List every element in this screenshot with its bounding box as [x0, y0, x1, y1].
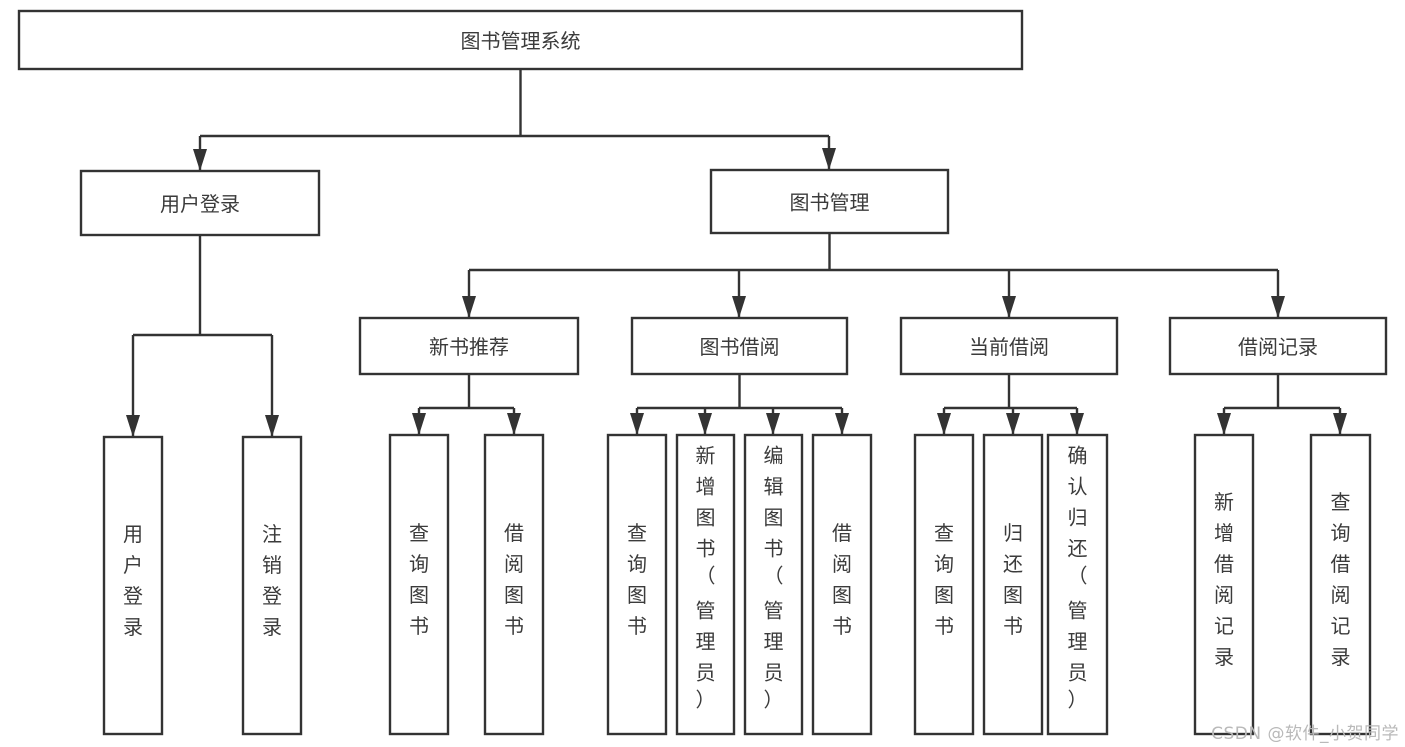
node-leaf-return-book[interactable]: 归还图书 [982, 433, 1044, 736]
connector-arrowhead [462, 296, 476, 318]
connector-group [937, 374, 1084, 435]
connector-arrowhead [1333, 413, 1347, 435]
node-box-borrow-record[interactable] [1168, 316, 1388, 376]
node-leaf-user-login[interactable]: 用户登录 [102, 435, 164, 736]
node-label-leaf-query-book-2: 查询图书 [627, 521, 647, 638]
node-label-leaf-query-record: 查询借阅记录 [1331, 490, 1351, 669]
node-label-leaf-borrow-book-1: 借阅图书 [504, 521, 524, 638]
node-box-user-login[interactable] [79, 169, 321, 237]
node-label-leaf-borrow-book-2: 借阅图书 [832, 521, 852, 638]
node-box-leaf-query-book-3[interactable] [913, 433, 975, 736]
node-box-current-borrow[interactable] [899, 316, 1119, 376]
node-root[interactable]: 图书管理系统 [17, 9, 1024, 71]
connector-arrowhead [1002, 296, 1016, 318]
node-book-borrow[interactable]: 图书借阅 [630, 316, 849, 376]
connector-arrowhead [766, 413, 780, 435]
connector-arrowhead [193, 149, 207, 171]
connector-group [1217, 374, 1347, 435]
node-box-leaf-edit-book[interactable] [743, 433, 804, 736]
node-label-user-login: 用户登录 [160, 192, 240, 216]
node-label-book-management: 图书管理 [790, 191, 870, 215]
connector-arrowhead [835, 413, 849, 435]
node-label-book-borrow: 图书借阅 [700, 335, 780, 359]
node-box-leaf-return-book[interactable] [982, 433, 1044, 736]
node-label-new-book-recommend: 新书推荐 [429, 335, 509, 359]
node-label-leaf-query-book-3: 查询图书 [934, 521, 954, 638]
node-leaf-confirm-return[interactable]: 确认归还（管理员） [1046, 433, 1109, 736]
node-user-login[interactable]: 用户登录 [79, 169, 321, 237]
node-leaf-query-book-1[interactable]: 查询图书 [388, 433, 450, 736]
connector-group [630, 374, 849, 435]
node-box-leaf-query-record[interactable] [1309, 433, 1372, 736]
node-box-leaf-add-record[interactable] [1193, 433, 1255, 736]
connector-group [412, 374, 521, 435]
node-box-leaf-confirm-return[interactable] [1046, 433, 1109, 736]
connector-group [193, 69, 836, 171]
connector-layer [126, 69, 1347, 437]
node-label-leaf-query-book-1: 查询图书 [409, 521, 429, 638]
node-leaf-edit-book[interactable]: 编辑图书（管理员） [743, 433, 804, 736]
connector-group [126, 235, 279, 437]
connector-arrowhead [937, 413, 951, 435]
node-box-leaf-borrow-book-1[interactable] [483, 433, 545, 736]
node-label-leaf-add-record: 新增借阅记录 [1214, 490, 1234, 669]
node-box-leaf-query-book-1[interactable] [388, 433, 450, 736]
connector-arrowhead [1217, 413, 1231, 435]
connector-arrowhead [1070, 413, 1084, 435]
node-box-leaf-query-book-2[interactable] [606, 433, 668, 736]
node-label-borrow-record: 借阅记录 [1238, 335, 1318, 359]
node-book-management[interactable]: 图书管理 [709, 168, 950, 235]
connector-arrowhead [507, 413, 521, 435]
node-leaf-query-book-3[interactable]: 查询图书 [913, 433, 975, 736]
connector-arrowhead [822, 148, 836, 170]
node-label-leaf-add-book: 新增图书（管理员） [696, 444, 716, 712]
node-leaf-logout[interactable]: 注销登录 [241, 435, 303, 736]
node-new-book-recommend[interactable]: 新书推荐 [358, 316, 580, 376]
node-label-leaf-confirm-return: 确认归还（管理员） [1068, 444, 1088, 712]
node-box-leaf-add-book[interactable] [675, 433, 736, 736]
node-layer: 图书管理系统用户登录图书管理新书推荐图书借阅当前借阅借阅记录用户登录注销登录查询… [17, 9, 1388, 736]
connector-group [462, 233, 1285, 318]
connector-arrowhead [630, 413, 644, 435]
node-leaf-add-record[interactable]: 新增借阅记录 [1193, 433, 1255, 736]
connector-arrowhead [1271, 296, 1285, 318]
connector-arrowhead [126, 415, 140, 437]
node-label-leaf-logout: 注销登录 [262, 522, 282, 639]
node-current-borrow[interactable]: 当前借阅 [899, 316, 1119, 376]
node-leaf-borrow-book-2[interactable]: 借阅图书 [811, 433, 873, 736]
node-box-leaf-user-login[interactable] [102, 435, 164, 736]
node-box-leaf-borrow-book-2[interactable] [811, 433, 873, 736]
node-label-current-borrow: 当前借阅 [969, 335, 1049, 359]
node-label-leaf-return-book: 归还图书 [1003, 521, 1023, 638]
node-leaf-query-record[interactable]: 查询借阅记录 [1309, 433, 1372, 736]
node-label-leaf-user-login: 用户登录 [123, 522, 143, 639]
node-label-root: 图书管理系统 [461, 29, 581, 53]
connector-arrowhead [698, 413, 712, 435]
node-box-book-management[interactable] [709, 168, 950, 235]
node-box-book-borrow[interactable] [630, 316, 849, 376]
node-leaf-add-book[interactable]: 新增图书（管理员） [675, 433, 736, 736]
node-box-leaf-logout[interactable] [241, 435, 303, 736]
connector-arrowhead [265, 415, 279, 437]
node-borrow-record[interactable]: 借阅记录 [1168, 316, 1388, 376]
connector-arrowhead [1006, 413, 1020, 435]
node-box-new-book-recommend[interactable] [358, 316, 580, 376]
node-box-root[interactable] [17, 9, 1024, 71]
connector-arrowhead [412, 413, 426, 435]
node-leaf-query-book-2[interactable]: 查询图书 [606, 433, 668, 736]
connector-arrowhead [732, 296, 746, 318]
node-leaf-borrow-book-1[interactable]: 借阅图书 [483, 433, 545, 736]
node-label-leaf-edit-book: 编辑图书（管理员） [764, 444, 784, 712]
